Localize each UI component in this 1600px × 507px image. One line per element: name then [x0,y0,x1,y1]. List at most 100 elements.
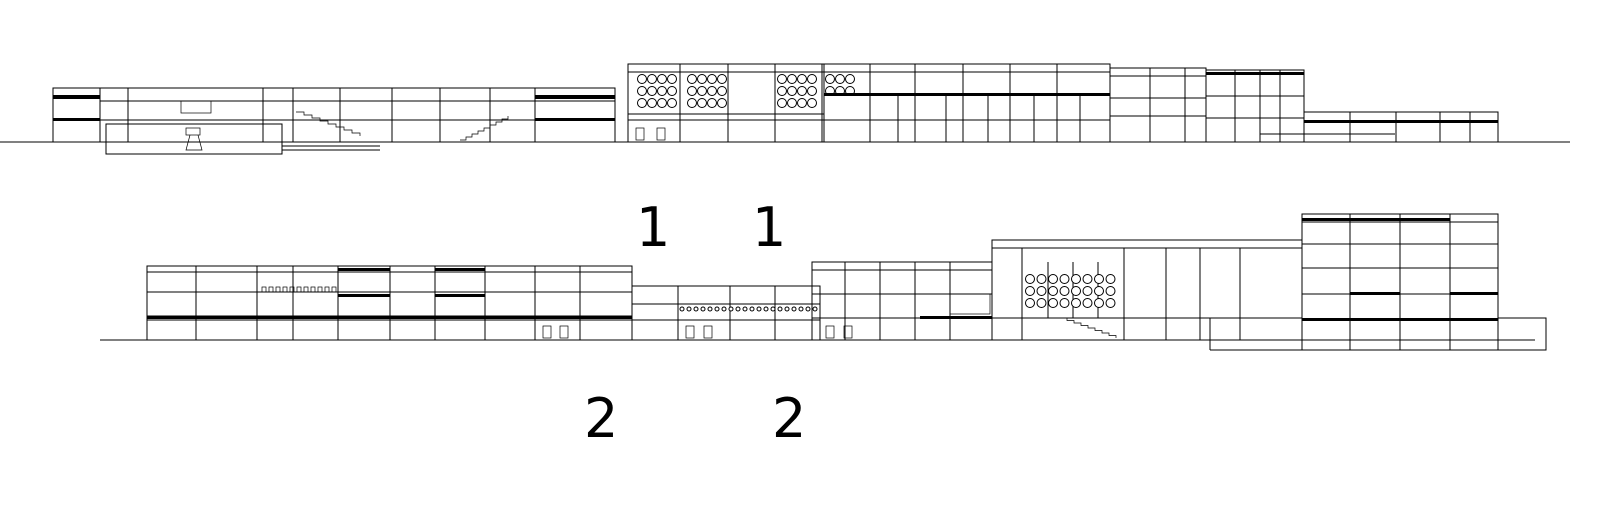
porthole-window [1105,286,1116,296]
railing-knob [728,306,734,312]
balustrade-post [275,286,281,293]
porthole-window [717,98,727,108]
low-right-wing [1303,111,1499,143]
porthole-window [687,98,697,108]
railing-knob [742,306,748,312]
porthole-window [667,74,677,84]
balustrade-post [282,286,288,293]
basket-post [185,134,203,151]
floor-slab [338,294,390,297]
porthole-window [1071,298,1081,308]
balustrade-post [331,286,337,293]
porthole-window [1094,274,1104,284]
floor-slab [435,268,485,271]
porthole-window [835,74,845,84]
door-opening [635,127,645,141]
floor-slab [338,268,390,271]
door-opening [542,325,552,339]
floor-slab [824,93,1110,96]
floor-slab [1302,218,1450,221]
porthole-window [1048,274,1058,284]
tower-block [1205,69,1305,143]
railing-knob [714,306,720,312]
window-box [949,293,991,315]
porthole-window [1048,298,1058,308]
porthole-window [687,86,697,96]
floor-slab [1304,120,1498,123]
porthole-window [1025,298,1035,308]
stair-profile [296,111,361,136]
porthole-window [697,98,707,108]
floor-slab [435,294,485,297]
porthole-window [1071,286,1081,296]
porthole-window [807,74,817,84]
railing-knob [805,306,811,312]
right-centre-volume [823,63,1111,143]
middle-volume [811,261,993,341]
balustrade-post [303,286,309,293]
floor-slab [1350,292,1400,295]
railing-knob [777,306,783,312]
porthole-window [1059,274,1070,284]
railing-knob [812,306,818,312]
section-mark-2-right: 2 [772,387,807,450]
porthole-window [647,74,657,84]
left-wing-outline [52,87,616,143]
porthole-window [1025,286,1035,296]
balustrade-post [289,286,295,293]
low-annex [1497,317,1547,351]
porthole-window [807,98,817,108]
porthole-window [1059,286,1070,296]
railing-knob [679,306,685,312]
railing-knob [700,306,706,312]
upper-right-block [1109,67,1207,143]
balustrade-post [268,286,274,293]
section-mark-2-left: 2 [584,387,619,450]
porthole-window [1105,298,1116,308]
link-block-outline [631,285,821,341]
railing-knob [721,306,727,312]
railing-knob [784,306,790,312]
porthole-window [717,86,727,96]
porthole-window [1094,286,1104,296]
porthole-window [1082,298,1093,308]
porthole-window [707,98,717,108]
floor-slab [53,118,100,121]
section-mark-1-right: 1 [752,196,787,259]
railing-knob [686,306,692,312]
stair-profile [460,116,509,141]
porthole-window [777,98,787,108]
sunken-hall [105,123,283,155]
porthole-window [1071,274,1081,284]
railing-knob [763,306,769,312]
floor-slab [1450,292,1498,295]
porthole-window [647,98,657,108]
porthole-window [1036,274,1047,284]
porthole-window [637,74,647,84]
door-opening [703,325,713,339]
porthole-window [1036,298,1047,308]
balustrade-post [261,286,267,293]
porthole-window [717,74,727,84]
door-opening [656,127,666,141]
railing-knob [693,306,699,312]
porthole-window [1036,286,1047,296]
railing-knob [756,306,762,312]
section-2-elevation [100,213,1547,351]
porthole-window [1105,274,1116,284]
porthole-window [797,86,807,96]
porthole-window [787,86,797,96]
section-1-elevation [0,63,1570,155]
porthole-window [687,74,697,84]
railing-knob [798,306,804,312]
floor-slab [920,316,992,319]
porthole-window [1082,274,1093,284]
porthole-window [1059,298,1070,308]
porthole-window [845,74,855,84]
door-opening [685,325,695,339]
porthole-window [637,98,647,108]
porthole-window [1082,286,1093,296]
porthole-window [787,74,797,84]
door-opening [559,325,569,339]
